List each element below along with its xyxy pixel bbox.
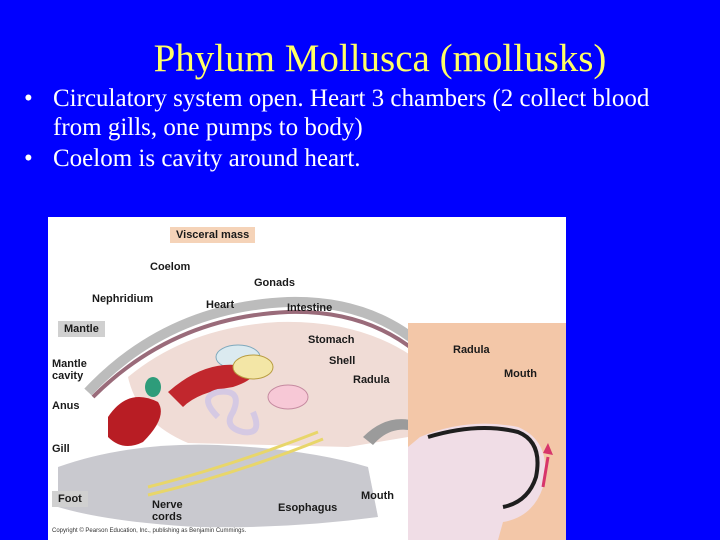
bullet-text: Circulatory system open. Heart 3 chamber… — [53, 85, 650, 141]
bullet-list: • Circulatory system open. Heart 3 chamb… — [24, 84, 704, 175]
label-heart: Heart — [206, 299, 235, 311]
label-mouth: Mouth — [361, 490, 394, 502]
bullet-glyph: • — [24, 145, 33, 172]
label-mantle: Mantle — [58, 321, 105, 337]
mollusk-illustration — [58, 296, 566, 540]
label-stomach: Stomach — [308, 334, 355, 346]
label-inset-mouth: Mouth — [504, 368, 537, 380]
slide-title: Phylum Mollusca (mollusks) — [153, 37, 607, 80]
label-gill: Gill — [52, 443, 70, 455]
label-gonads: Gonads — [254, 277, 295, 289]
label-inset-radula: Radula — [453, 344, 490, 356]
label-nerve-cords: Nerve cords — [152, 499, 183, 523]
label-intestine: Intestine — [287, 302, 333, 314]
label-coelom: Coelom — [150, 261, 191, 273]
label-foot: Foot — [52, 491, 88, 507]
label-nephridium: Nephridium — [92, 293, 154, 305]
label-shell: Shell — [329, 355, 356, 367]
copyright-credit: Copyright © Pearson Education, Inc., pub… — [52, 528, 247, 534]
label-visceral-mass: Visceral mass — [170, 227, 256, 243]
label-radula: Radula — [353, 374, 390, 386]
bullet-item: • Coelom is cavity around heart. — [24, 144, 704, 173]
bullet-text: Coelom is cavity around heart. — [53, 145, 361, 172]
bullet-item: • Circulatory system open. Heart 3 chamb… — [24, 84, 704, 142]
label-anus: Anus — [52, 400, 80, 412]
label-mantle-cavity: Mantle cavity — [52, 358, 87, 382]
label-esophagus: Esophagus — [278, 502, 338, 514]
mollusk-anatomy-diagram: Visceral mass Coelom Gonads Nephridium H… — [48, 217, 566, 540]
bullet-glyph: • — [24, 85, 33, 112]
